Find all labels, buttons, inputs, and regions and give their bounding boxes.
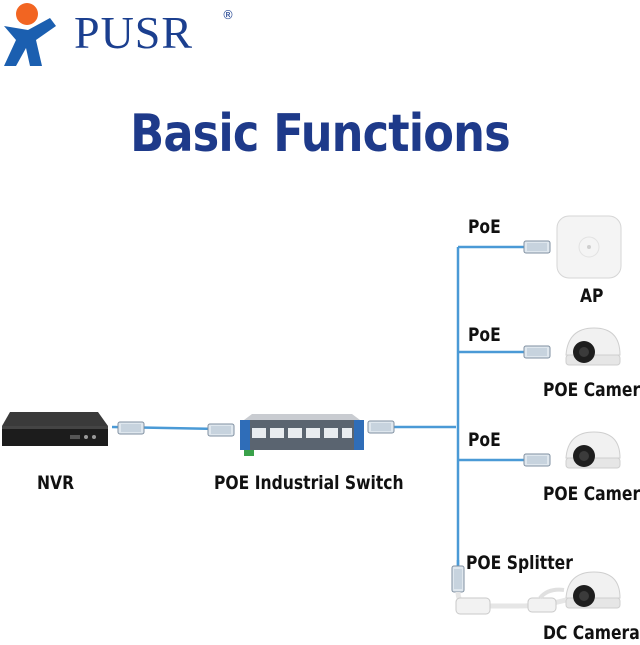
poe-label-camera1: PoE: [468, 324, 501, 346]
dome-camera-icon: [565, 327, 621, 366]
access-point-icon: [556, 215, 622, 279]
brand-name: PUSR: [74, 7, 194, 58]
network-cables: [111, 245, 524, 590]
rj45-connector-icon: [523, 345, 551, 359]
poe-splitter-icon: [455, 587, 567, 615]
registered-mark: ®: [222, 8, 234, 22]
splitter-label: POE Splitter: [466, 552, 573, 574]
rj45-connector-icon: [451, 565, 465, 593]
rj45-connector-icon: [523, 240, 551, 254]
camera2-label: POE Camera: [543, 483, 640, 505]
camera3-label: DC Camera: [543, 622, 640, 644]
rj45-connector-icon: [367, 420, 395, 434]
rj45-connectors: [117, 240, 551, 593]
dome-camera-icon: [565, 431, 621, 469]
pusr-logo-icon: [4, 3, 56, 66]
poe-label-ap: PoE: [468, 216, 501, 238]
switch-label: POE Industrial Switch: [214, 472, 404, 494]
page-title: Basic Functions: [130, 104, 511, 164]
nvr-label: NVR: [37, 472, 75, 494]
rj45-connector-icon: [207, 423, 235, 437]
poe-label-camera2: PoE: [468, 429, 501, 451]
ap-label: AP: [580, 285, 604, 307]
camera1-label: POE Camera: [543, 379, 640, 401]
nvr-icon: [2, 412, 108, 446]
rj45-connector-icon: [117, 421, 145, 435]
dome-camera-icon: [565, 571, 621, 609]
rj45-connector-icon: [523, 453, 551, 467]
poe-switch-icon: [240, 414, 364, 456]
